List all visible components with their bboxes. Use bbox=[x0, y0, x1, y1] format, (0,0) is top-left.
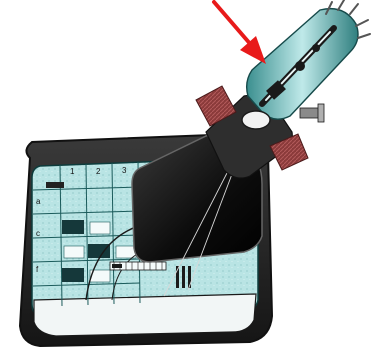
vertical-bars bbox=[176, 266, 191, 288]
grid-col-label-1: 1 bbox=[70, 167, 75, 176]
grid-col-label-2: 2 bbox=[96, 167, 101, 176]
side-connector bbox=[300, 104, 324, 122]
neck-base-ring bbox=[242, 111, 270, 129]
scale-bar bbox=[110, 262, 166, 270]
red-pointer-arrow bbox=[214, 2, 266, 64]
screen-lower-lip bbox=[34, 294, 256, 336]
grid-row-label-a: a bbox=[36, 197, 41, 206]
grid-row-label-c: c bbox=[36, 229, 40, 238]
grid-col-label-3: 3 bbox=[122, 166, 127, 175]
